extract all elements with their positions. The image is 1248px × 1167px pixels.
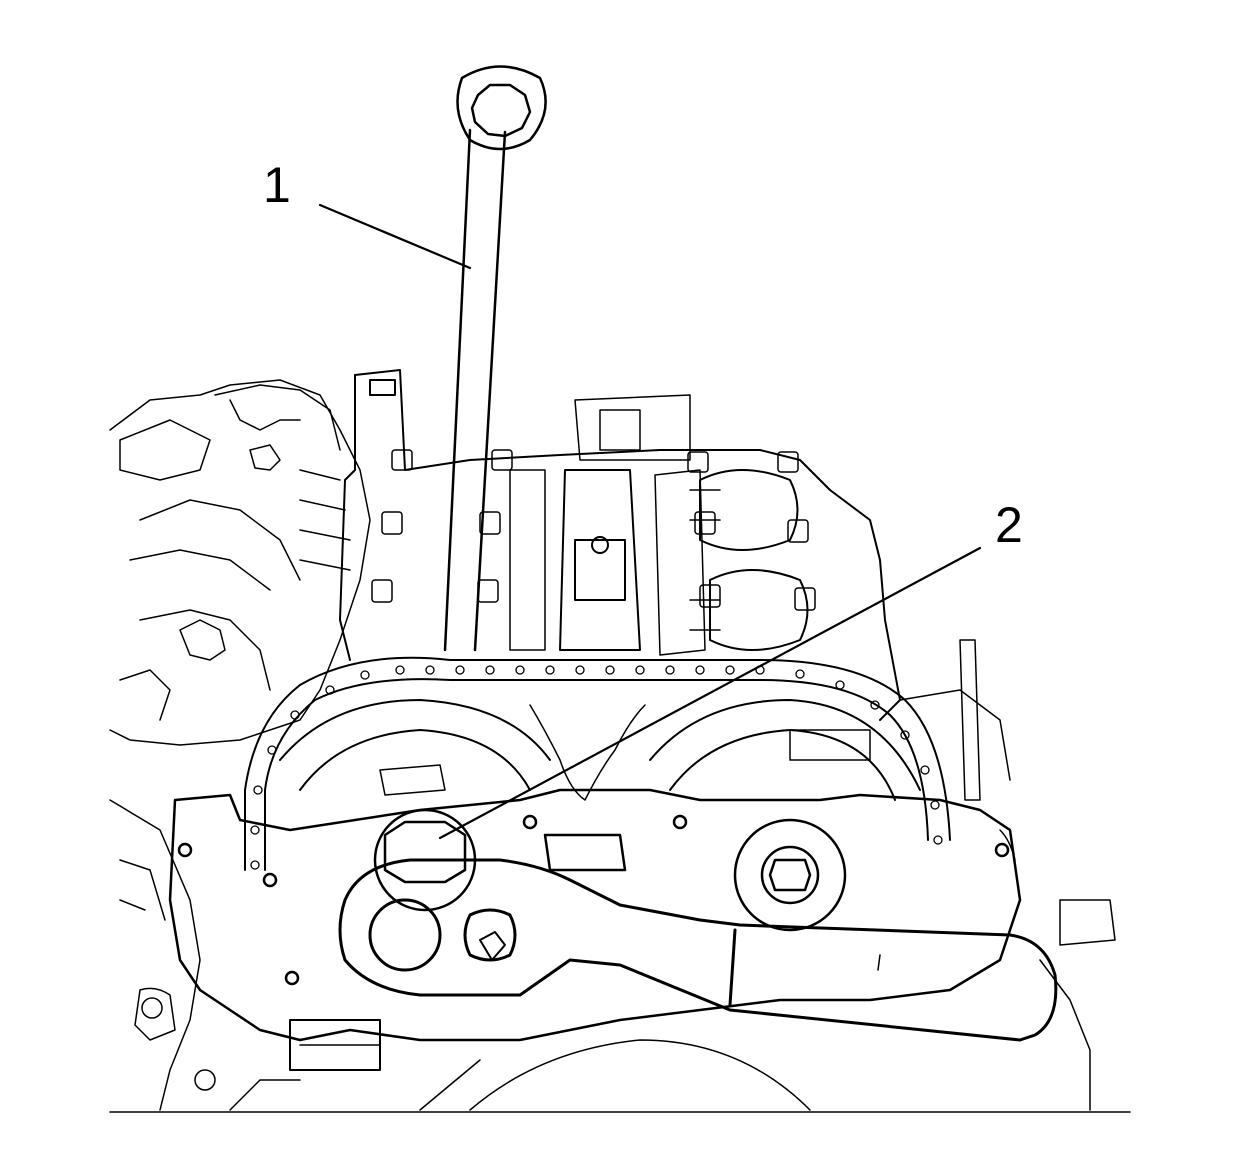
ratchet-wrench <box>338 858 1058 1042</box>
left-engine-components <box>109 379 371 746</box>
camshaft-locking-tool <box>168 788 1022 1042</box>
cam-cap-bolts <box>371 449 816 611</box>
timing-chain <box>244 656 951 871</box>
leader-lines <box>318 203 982 840</box>
callout-2: 2 <box>995 497 1023 553</box>
cylinder-head <box>339 369 901 721</box>
callout-1: 1 <box>263 157 291 213</box>
camshaft-sprockets <box>279 699 921 801</box>
open-box-wrench <box>443 65 547 652</box>
leader-line-1 <box>318 203 472 270</box>
leader-line-2 <box>438 546 982 840</box>
engine-block <box>109 639 1116 1111</box>
